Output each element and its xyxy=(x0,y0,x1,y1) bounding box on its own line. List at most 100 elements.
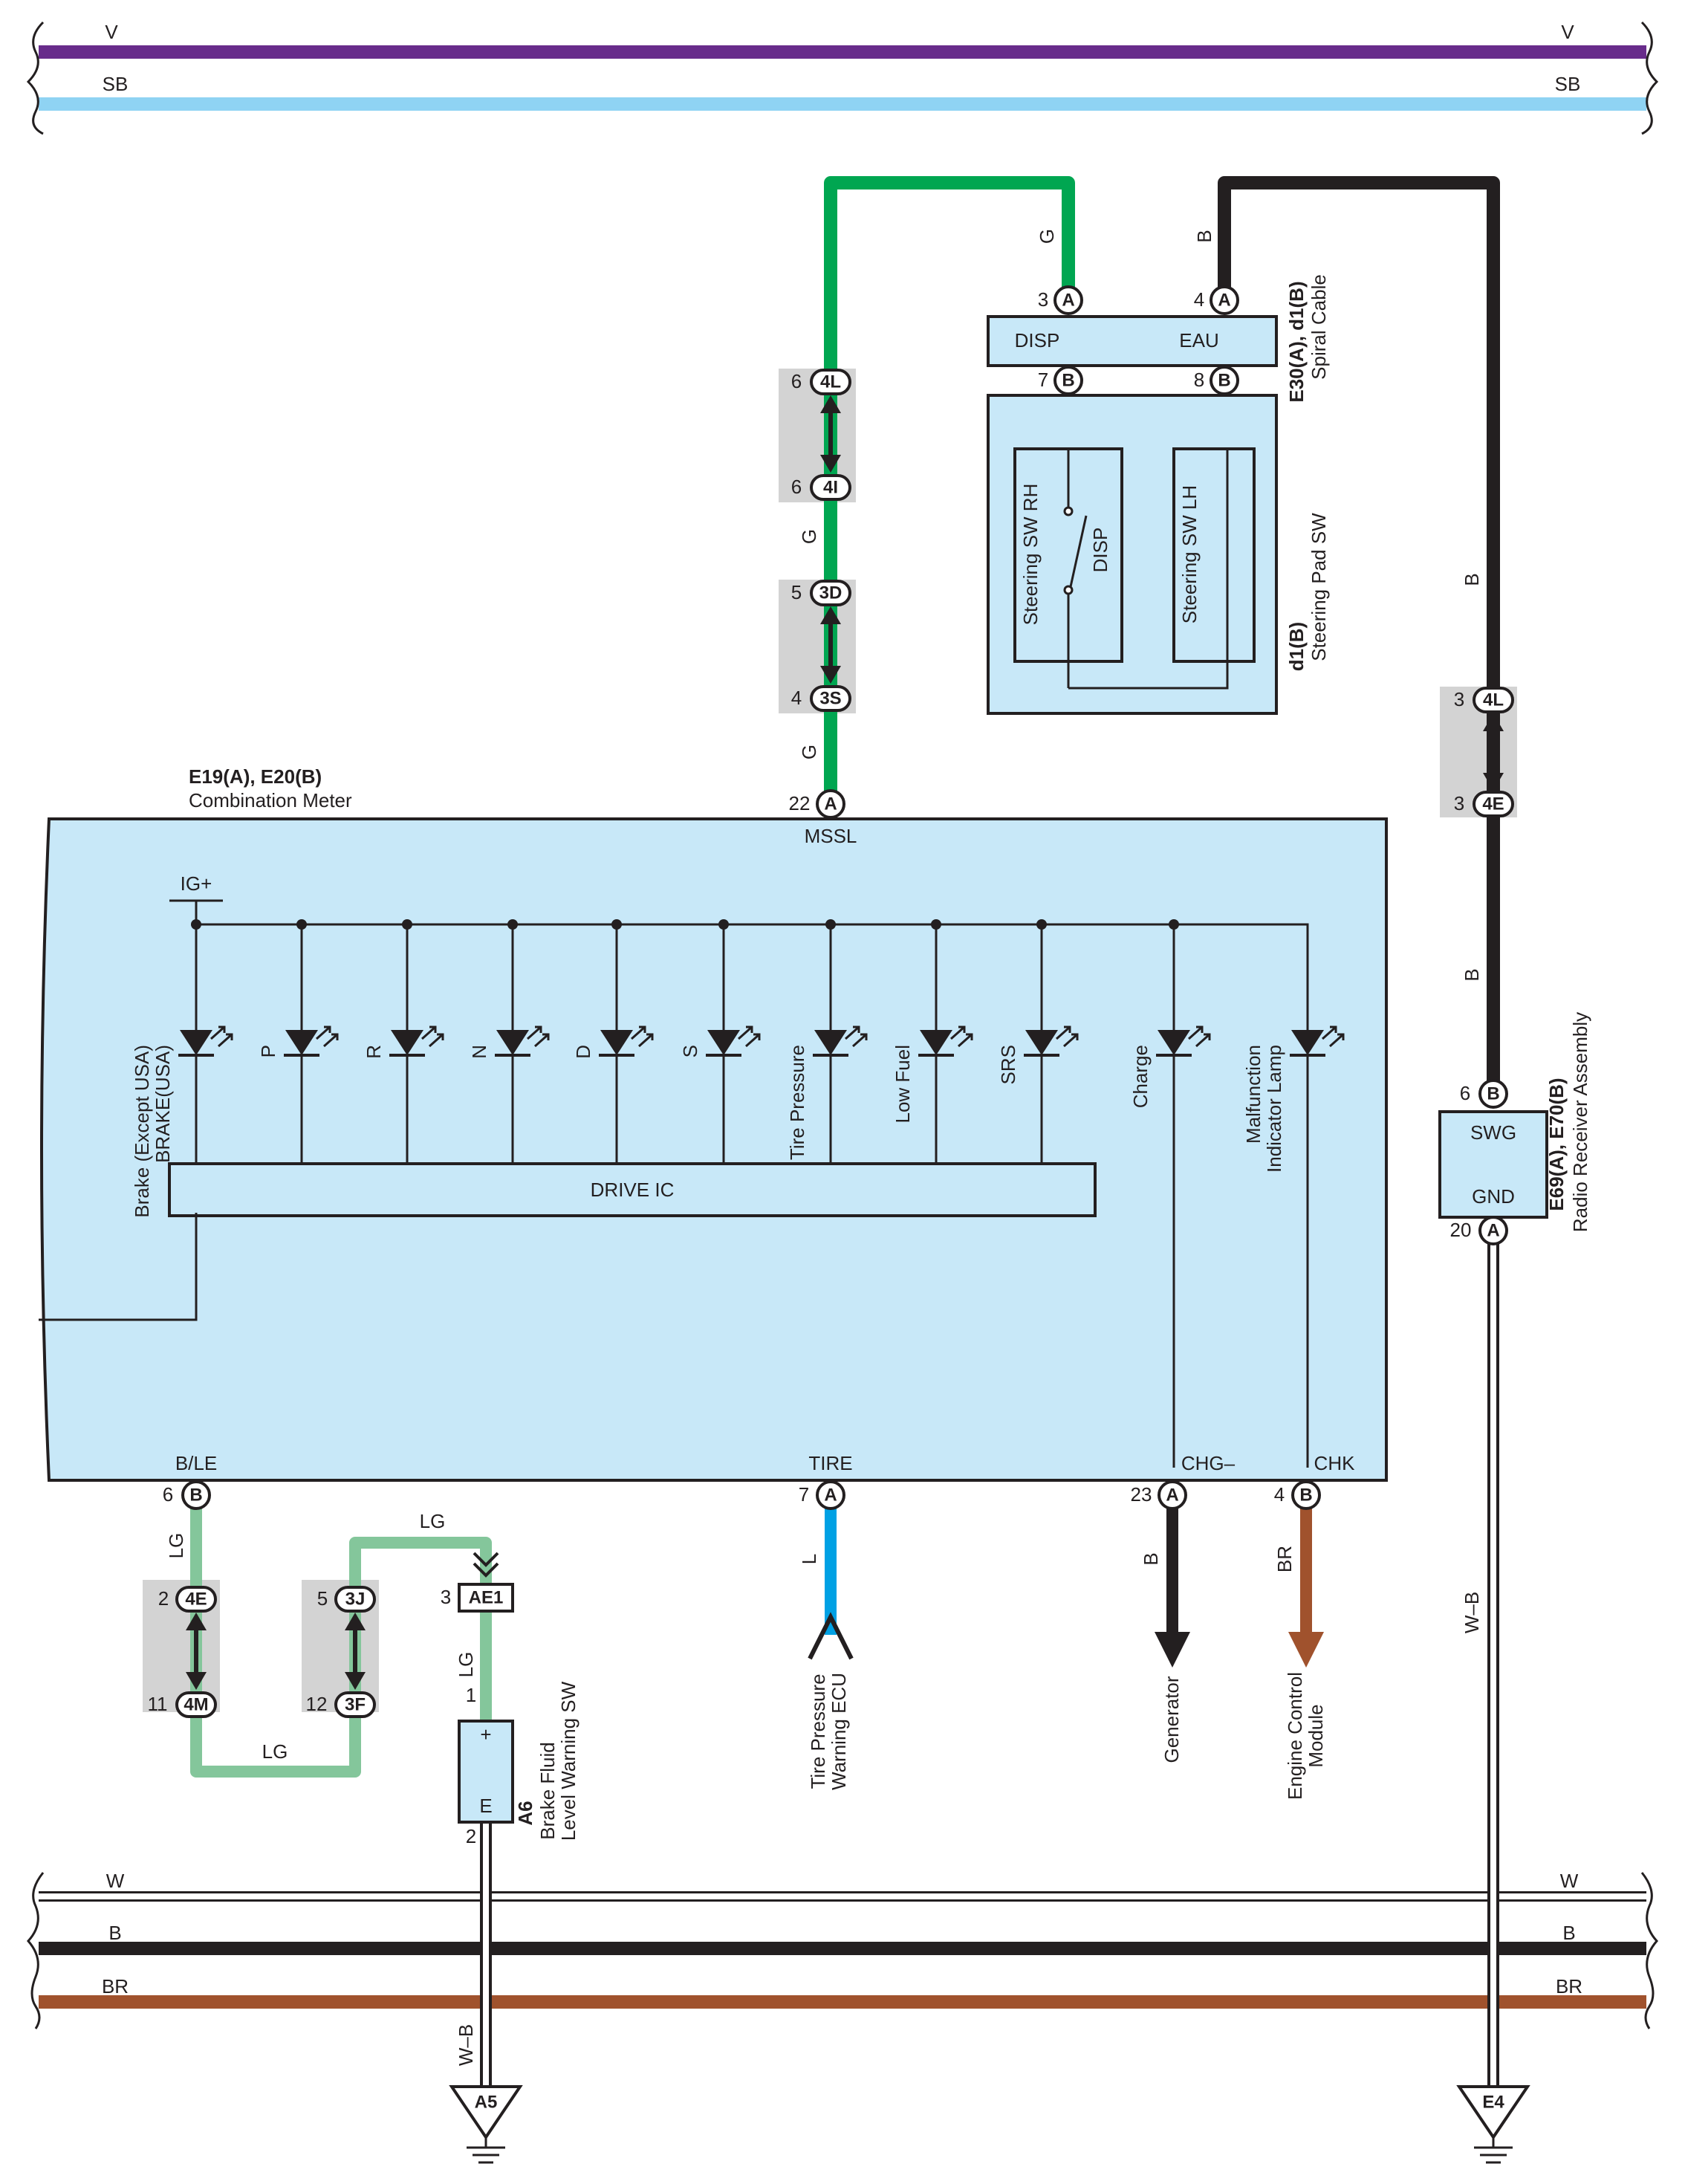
pin-3s-code: 3S xyxy=(819,688,841,708)
dest-tpwe-l2: Warning ECU xyxy=(828,1673,850,1790)
arrow-to-ecm xyxy=(1288,1632,1324,1668)
wire-label-g2: G xyxy=(798,745,820,759)
pin-spiral-7 xyxy=(1053,366,1083,395)
dest-generator: Generator xyxy=(1160,1676,1183,1763)
led-ray-icon xyxy=(745,1033,761,1048)
lamp-6: Tire Pressure xyxy=(786,919,868,1164)
led-ray-icon xyxy=(738,1025,753,1040)
brake-output-line xyxy=(39,1213,198,1321)
junction-arrow-4e-4m xyxy=(186,1613,207,1690)
radio-receiver: SWG GND E69(A), E70(B) Radio Receiver As… xyxy=(1438,1012,1591,1232)
drive-ic-label: DRIVE IC xyxy=(591,1179,675,1201)
b-wire xyxy=(1218,176,1500,1091)
lamp-label-6: Tire Pressure xyxy=(786,1045,808,1160)
pin-meter-tire-num: 7 xyxy=(799,1483,809,1506)
spiral-terminal-disp: DISP xyxy=(1015,329,1060,351)
pin-4m-num: 11 xyxy=(148,1693,168,1715)
lamp-2: R xyxy=(363,919,444,1164)
led-ray-icon xyxy=(429,1033,444,1048)
pin-spiral-8 xyxy=(1210,366,1239,395)
pin-meter-tire-code: A xyxy=(824,1485,837,1505)
lamp-label-7: Low Fuel xyxy=(892,1045,914,1124)
bus-v-label-right: V xyxy=(1561,21,1574,43)
junction-arrows xyxy=(186,395,1504,1690)
pin-brake-sw-1-num: 1 xyxy=(466,1684,476,1706)
pin-ae1 xyxy=(458,1583,514,1613)
pin-3d xyxy=(810,580,851,606)
grounds: A5 E4 xyxy=(449,2085,1530,2164)
junction-dot xyxy=(825,919,836,930)
brake-fluid-switch-box xyxy=(458,1720,514,1824)
pin-meter-chk xyxy=(1291,1480,1321,1510)
bus-v-label-left: V xyxy=(105,21,118,43)
meter-terminal-mssl: MSSL xyxy=(805,825,857,847)
pin-spiral-4 xyxy=(1210,285,1239,315)
bus-break-right xyxy=(1640,21,1659,135)
steering-sw-rh-label: Steering SW RH xyxy=(1019,484,1042,626)
wire-label-lg2: LG xyxy=(262,1740,288,1763)
meter-terminal-chg: CHG– xyxy=(1181,1452,1236,1474)
pin-3j-code: 3J xyxy=(345,1589,366,1609)
pin-meter-chg xyxy=(1158,1480,1187,1510)
radio-receiver-id: E69(A), E70(B) xyxy=(1545,1078,1568,1211)
pin-4l-upper xyxy=(810,369,851,395)
lh-return-wire xyxy=(1068,447,1229,690)
pin-brake-sw-2-num: 2 xyxy=(466,1825,476,1847)
top-buses: V V SB SB xyxy=(26,21,1659,135)
ground-e4: E4 xyxy=(1456,2085,1530,2164)
led-icon xyxy=(1158,1030,1190,1055)
wire-label-g1: G xyxy=(798,529,820,544)
pins: A 3 A 4 B 7 B 8 4L 6 4I 6 3D 5 3S 4 A 22… xyxy=(148,285,1514,1847)
junction-arrow-3d-3s xyxy=(820,606,841,684)
combination-meter-id: E19(A), E20(B) xyxy=(189,765,322,788)
spiral-cable-name: Spiral Cable xyxy=(1308,274,1330,380)
radio-terminal-swg: SWG xyxy=(1470,1121,1516,1144)
lamp-label-8: SRS xyxy=(997,1045,1019,1084)
junction-dot xyxy=(296,919,307,930)
wire-label-lg3: LG xyxy=(420,1510,446,1532)
combination-meter-name: Combination Meter xyxy=(189,789,352,811)
switch-contact-bottom xyxy=(1063,585,1074,595)
lamp-4: D xyxy=(572,919,654,1164)
junction-dot xyxy=(402,919,412,930)
meter-ig-label: IG+ xyxy=(181,872,212,895)
radio-receiver-name: Radio Receiver Assembly xyxy=(1569,1012,1591,1232)
lamp-label-5: S xyxy=(679,1045,701,1057)
pin-4i-num: 6 xyxy=(791,476,802,498)
ae1-chevron-2 xyxy=(473,1562,499,1578)
pin-3d-code: 3D xyxy=(819,583,842,603)
pin-3s-num: 4 xyxy=(791,687,802,709)
pin-radio-6 xyxy=(1478,1079,1508,1109)
pin-4e-right-code: 4E xyxy=(1482,794,1504,814)
lamp-label-2: R xyxy=(363,1045,385,1059)
spiral-terminal-eau: EAU xyxy=(1179,329,1218,351)
bus-b-label-left: B xyxy=(108,1922,121,1944)
pin-4e-right-num: 3 xyxy=(1454,792,1464,814)
pin-4l-right-num: 3 xyxy=(1454,688,1464,710)
junction-dot xyxy=(507,919,518,930)
pin-3d-num: 5 xyxy=(791,581,802,603)
led-ray-icon xyxy=(1056,1025,1071,1040)
lamp-label-0-line2: BRAKE(USA) xyxy=(152,1045,174,1163)
led-icon xyxy=(814,1030,847,1055)
pin-ae1-num: 3 xyxy=(441,1586,451,1608)
combination-meter: E19(A), E20(B) Combination Meter MSSL IG… xyxy=(39,765,1388,1482)
pin-radio-6-num: 6 xyxy=(1460,1082,1470,1104)
brake-switch-plus: + xyxy=(480,1723,491,1746)
bus-sb-label-right: SB xyxy=(1555,73,1581,95)
wire-label-b4: B xyxy=(1140,1552,1162,1565)
pin-4l-right-code: 4L xyxy=(1483,690,1504,710)
bus-br-label-right: BR xyxy=(1556,1975,1582,1997)
pin-3s xyxy=(810,685,851,712)
led-icon xyxy=(1025,1030,1058,1055)
lamp-label-0: Brake (Except USA) xyxy=(131,1045,153,1218)
spiral-cable: DISP EAU E30(A), d1(B) Spiral Cable xyxy=(987,274,1330,403)
led-ray-icon xyxy=(421,1025,437,1040)
pin-spiral-8-code: B xyxy=(1218,370,1230,390)
ground-a5: A5 xyxy=(449,2085,523,2164)
led-icon xyxy=(920,1030,952,1055)
lamp-label-4: D xyxy=(572,1045,594,1059)
